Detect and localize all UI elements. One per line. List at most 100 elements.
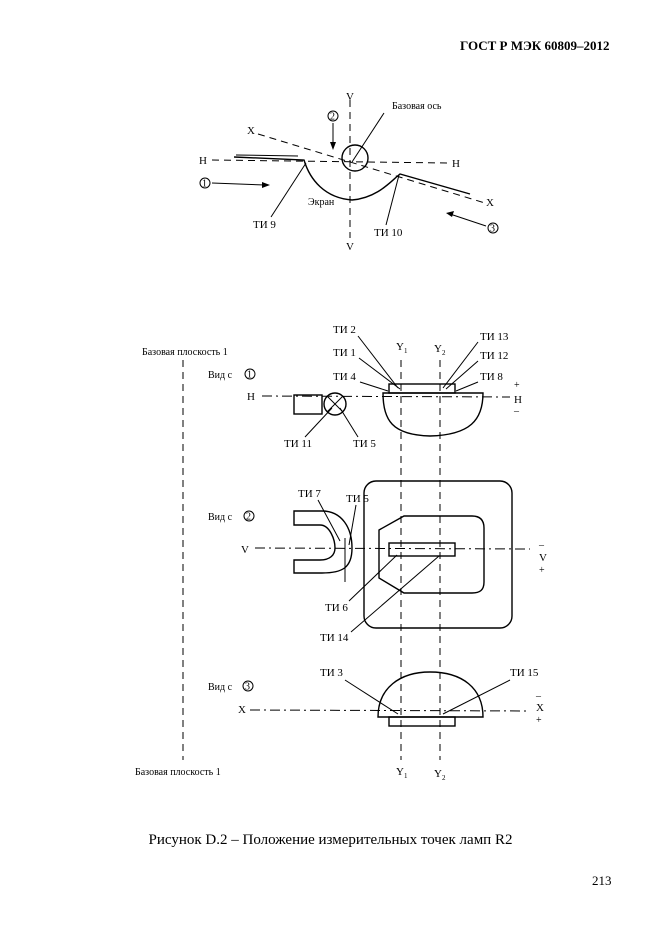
y1-label-bottom: Y [396, 766, 404, 778]
direction-3-arrowhead [446, 211, 454, 217]
ti1-leader [358, 357, 401, 390]
screen-edge-left [235, 154, 299, 157]
ti9-label: ТИ 9 [253, 219, 276, 231]
direction-1-number: 1 [202, 179, 207, 190]
top-figure: V V H H X X Базовая ось Экран ТИ 9 ТИ 10… [199, 91, 499, 253]
view3-number: 3 [245, 682, 250, 693]
view3-marker [242, 680, 254, 692]
direction-1-marker [199, 177, 211, 189]
direction-2-marker [327, 110, 339, 122]
ti2-leader [357, 335, 399, 389]
ti12-label: ТИ 12 [480, 350, 508, 362]
h-axis-line [211, 159, 449, 164]
ti5-leader-view2 [348, 504, 357, 546]
direction-3-arrow [449, 213, 487, 227]
ti10-leader [385, 174, 400, 226]
y2-sub-top: 2 [442, 349, 446, 357]
ti10-label: ТИ 10 [374, 227, 403, 239]
view1-plus: + [514, 380, 520, 391]
ti5-label-view1: ТИ 5 [353, 438, 376, 450]
ti2-label: ТИ 2 [333, 324, 356, 336]
bottom-figure: Базовая плоскость 1 Базовая плоскость 1 … [135, 324, 547, 782]
ti11-leader [304, 407, 333, 438]
view1-marker [244, 368, 256, 380]
ti14-leader [350, 555, 440, 633]
view1-h-axis [261, 395, 511, 398]
view2-filament-rect [388, 542, 456, 557]
figure-caption: Рисунок D.2 – Положение измерительных то… [148, 832, 513, 848]
view1-shield-top [388, 383, 456, 394]
x-axis-label-right: X [486, 197, 494, 209]
view1-label: Вид с [208, 370, 233, 381]
view3-label: Вид с [208, 682, 233, 693]
view1-filament-circle [323, 392, 347, 416]
ti5-leader-view1 [339, 407, 359, 438]
y2-label-top: Y [434, 343, 442, 355]
ti1-label: ТИ 1 [333, 347, 356, 359]
x-axis-label-left: X [247, 125, 255, 137]
y2-sub-bottom: 2 [442, 774, 446, 782]
ti3-leader [344, 679, 399, 715]
view2-inner-outline [378, 515, 485, 594]
document-header: ГОСТ Р МЭК 60809–2012 [460, 38, 610, 53]
y1-sub-bottom: 1 [404, 772, 408, 780]
view2-plus: + [539, 565, 545, 576]
base-axis-label: Базовая ось [392, 101, 442, 112]
y2-label-bottom: Y [434, 768, 442, 780]
direction-1-arrowhead [262, 182, 270, 188]
h-axis-label-right: H [452, 158, 460, 170]
page-number: 213 [592, 873, 612, 888]
direction-2-arrowhead [330, 142, 336, 150]
view3-x-label-left: X [238, 704, 246, 716]
view1-cross-b [326, 395, 344, 413]
direction-3-number: 3 [490, 224, 495, 235]
base-axis-leader [351, 112, 385, 163]
y1-sub-top: 1 [404, 347, 408, 355]
v-axis-label-bottom: V [346, 241, 354, 253]
ti14-label: ТИ 14 [320, 632, 349, 644]
screen-profile [233, 156, 471, 201]
h-axis-label-left: H [199, 155, 207, 167]
view3-x-label-right: X [536, 702, 544, 714]
direction-1-arrow [211, 182, 266, 186]
view2-label: Вид с [208, 512, 233, 523]
ti4-leader [359, 381, 389, 392]
ti13-leader [442, 341, 479, 389]
view2-marker [243, 510, 255, 522]
view1-h-label-right: H [514, 394, 522, 406]
direction-3-marker [487, 222, 499, 234]
view2-v-label-right: V [539, 552, 547, 564]
ti6-leader [348, 554, 398, 602]
view3-dome [377, 671, 484, 718]
view2-number: 2 [246, 512, 251, 523]
ti8-label: ТИ 8 [480, 371, 503, 383]
ti6-label: ТИ 6 [325, 602, 348, 614]
view2-outer-frame [363, 480, 513, 629]
ti15-leader [442, 679, 511, 715]
view1-shield-body [382, 392, 484, 437]
view3-base-rect [388, 716, 456, 727]
v-axis-label-top: V [346, 91, 354, 103]
view2-v-axis [254, 547, 531, 550]
base-plane-label-bottom: Базовая плоскость 1 [135, 767, 221, 778]
view1-h-label-left: H [247, 391, 255, 403]
view1-minus: – [513, 406, 520, 417]
y1-label-top: Y [396, 341, 404, 353]
ti5-label-view2: ТИ 5 [346, 493, 369, 505]
ti13-label: ТИ 13 [480, 331, 509, 343]
ti11-label: ТИ 11 [284, 438, 312, 450]
base-plane-label-top: Базовая плоскость 1 [142, 347, 228, 358]
ti12-leader [445, 360, 479, 390]
view3-x-axis [249, 709, 531, 712]
screen-label: Экран [308, 197, 335, 208]
ti9-leader [270, 162, 307, 218]
view3-minus: – [535, 691, 542, 702]
view1-number: 1 [247, 370, 252, 381]
ti8-leader [455, 381, 479, 392]
ti7-label: ТИ 7 [298, 488, 321, 500]
view2-cap-shape [293, 510, 353, 574]
ti3-label: ТИ 3 [320, 667, 343, 679]
view2-v-label-left: V [241, 544, 249, 556]
view1-cap-rect [293, 394, 323, 415]
